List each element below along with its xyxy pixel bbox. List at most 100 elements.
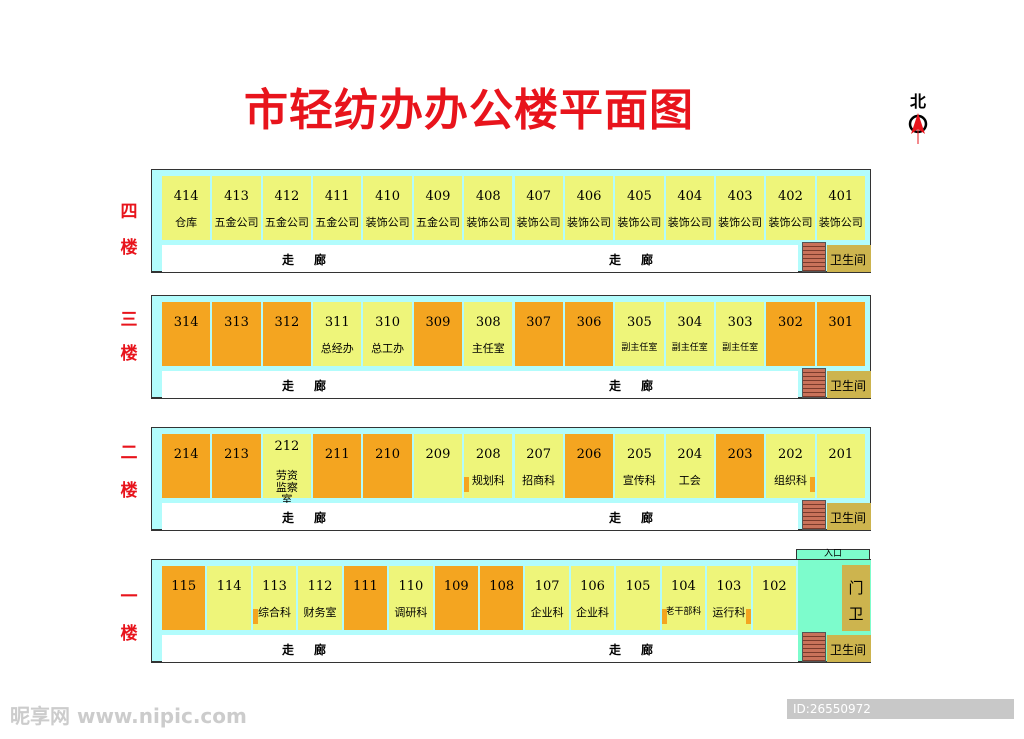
toilet[interactable]: 卫生间 <box>827 503 871 530</box>
room-label: 五金公司 <box>415 216 460 229</box>
room-number: 414 <box>173 189 199 204</box>
room-211[interactable]: 211 <box>313 434 364 498</box>
room-301[interactable]: 301 <box>816 302 867 366</box>
corridor-label: 走廊 <box>609 643 674 657</box>
room-number: 112 <box>307 579 333 594</box>
toilet[interactable]: 卫生间 <box>827 245 871 272</box>
room-number: 111 <box>353 579 378 594</box>
room-213[interactable]: 213 <box>212 434 263 498</box>
stairs-icon <box>802 500 826 530</box>
room-210[interactable]: 210 <box>363 434 414 498</box>
door-marker <box>252 609 258 624</box>
stairs-icon <box>802 368 826 398</box>
room-114[interactable]: 114 <box>207 566 253 630</box>
floor-label: 楼 <box>120 238 138 258</box>
room-102[interactable]: 102 <box>752 566 798 630</box>
room-number: 212 <box>274 439 300 454</box>
room-108[interactable]: 108 <box>480 566 526 630</box>
room-313[interactable]: 313 <box>212 302 263 366</box>
room-number: 408 <box>475 189 501 204</box>
floor-label: 楼 <box>120 481 138 501</box>
room-214[interactable]: 214 <box>162 434 213 498</box>
room-309[interactable]: 309 <box>413 302 465 366</box>
room-306[interactable]: 306 <box>564 302 616 366</box>
room-number: 207 <box>526 447 552 462</box>
room-314[interactable]: 314 <box>162 302 213 366</box>
room-201[interactable]: 201 <box>816 434 867 498</box>
room-number: 312 <box>274 315 300 330</box>
floor-label: 楼 <box>120 344 138 364</box>
room-number: 402 <box>778 189 803 204</box>
room-label: 装饰公司 <box>516 216 561 229</box>
room-number: 203 <box>727 447 753 462</box>
room-label: 企业科 <box>530 606 564 619</box>
room-number: 412 <box>274 189 300 204</box>
room-209[interactable]: 209 <box>413 434 465 498</box>
room-label: 老干部科 <box>665 607 702 617</box>
room-label: 装饰公司 <box>667 216 712 229</box>
stairs-icon <box>802 242 826 272</box>
room-111[interactable]: 111 <box>343 566 390 630</box>
room-115[interactable]: 115 <box>162 566 208 630</box>
corridor: 走廊走廊 <box>162 371 798 398</box>
room-number: 302 <box>778 315 803 330</box>
room-203[interactable]: 203 <box>715 434 767 498</box>
room-number: 109 <box>443 579 469 594</box>
toilet[interactable]: 卫生间 <box>827 371 871 398</box>
compass-icon <box>908 113 928 144</box>
corridor: 走廊走廊 <box>162 503 798 530</box>
floor-label: 楼 <box>120 624 138 644</box>
floor-label: 二 <box>120 443 138 463</box>
toilet[interactable]: 卫生间 <box>827 635 871 662</box>
room-307[interactable]: 307 <box>514 302 565 366</box>
room-105[interactable]: 105 <box>616 566 662 630</box>
room-number: 306 <box>576 315 602 330</box>
room-label: 副主任室 <box>621 343 658 353</box>
room-number: 114 <box>216 579 242 594</box>
room-206[interactable]: 206 <box>564 434 616 498</box>
room-label: 副主任室 <box>671 343 708 353</box>
room-number: 202 <box>778 447 803 462</box>
room-number: 211 <box>324 447 350 462</box>
room-number: 311 <box>324 315 350 330</box>
room-number: 105 <box>625 579 651 594</box>
room-109[interactable]: 109 <box>434 566 480 630</box>
corridor-label: 走廊 <box>282 643 347 657</box>
room-number: 401 <box>828 189 854 204</box>
room-312[interactable]: 312 <box>262 302 314 366</box>
room-302[interactable]: 302 <box>766 302 817 366</box>
